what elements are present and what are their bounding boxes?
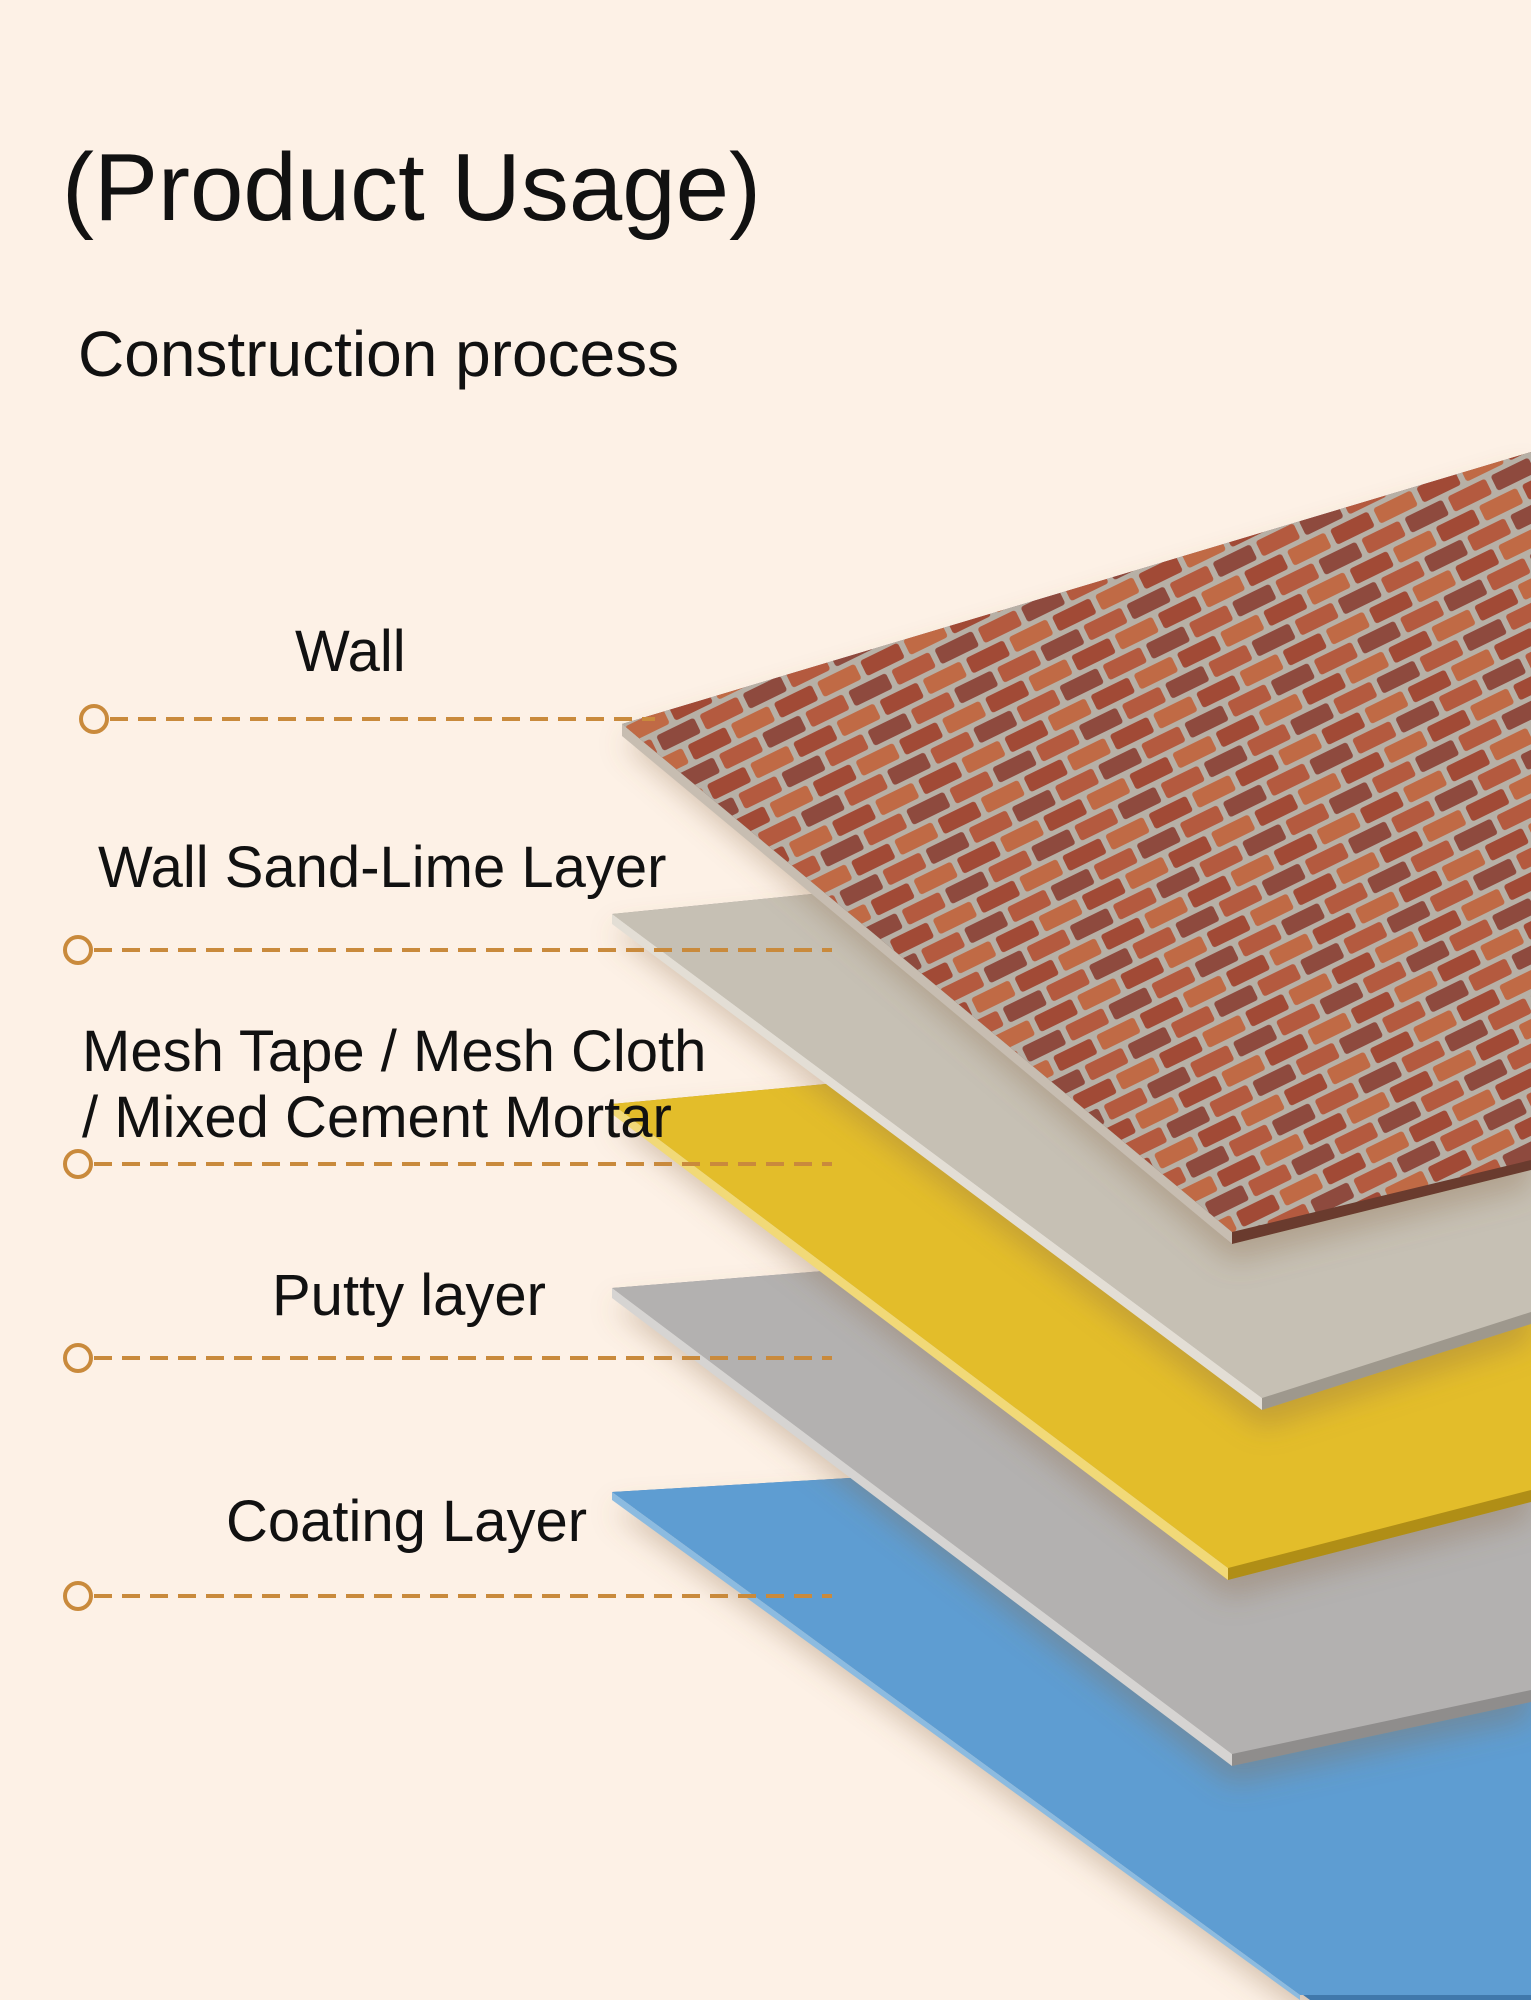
leader-line-wall xyxy=(79,704,655,734)
coating-label: Coating Layer xyxy=(226,1489,588,1554)
leader-line-mesh-mortar xyxy=(63,1149,832,1179)
leader-line-coating xyxy=(63,1581,832,1611)
leader-line-putty xyxy=(63,1343,832,1373)
page-subtitle: Construction process xyxy=(78,318,680,390)
mesh-mortar-label-line2: / Mixed Cement Mortar xyxy=(82,1085,672,1150)
sand-lime-label: Wall Sand-Lime Layer xyxy=(98,835,667,900)
wall-label: Wall xyxy=(295,619,406,684)
leader-line-sand-lime xyxy=(63,935,832,965)
page-title: (Product Usage) xyxy=(62,134,761,241)
putty-label: Putty layer xyxy=(272,1263,546,1328)
mesh-mortar-label-line1: Mesh Tape / Mesh Cloth xyxy=(82,1019,707,1084)
wall-brick-sheet xyxy=(622,452,1531,1244)
